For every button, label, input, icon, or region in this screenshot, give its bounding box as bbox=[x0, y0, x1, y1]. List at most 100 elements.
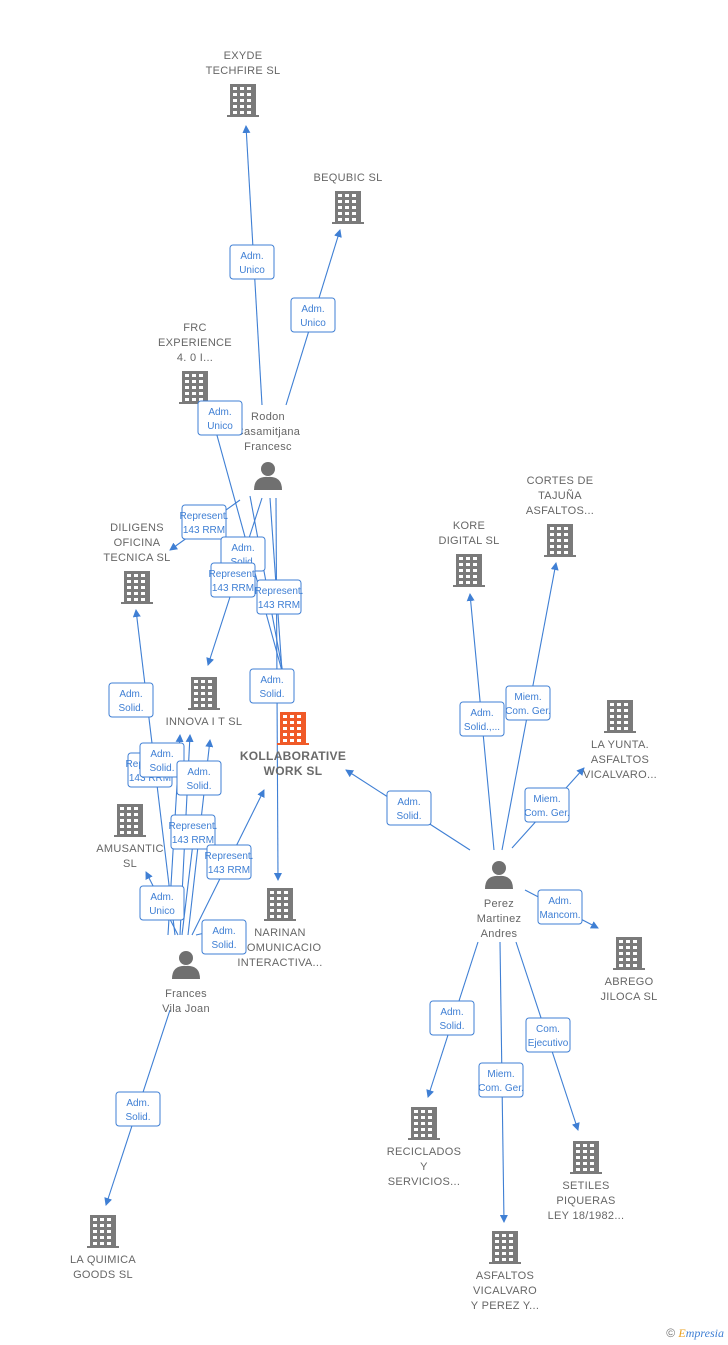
relation-label-box bbox=[256, 579, 302, 615]
relation-label[interactable]: Adm. Solid. bbox=[201, 919, 247, 955]
brand-footer: © Empresia bbox=[666, 1326, 724, 1341]
company-icon bbox=[227, 84, 259, 117]
node-label: ASFALTOS bbox=[476, 1270, 534, 1282]
node-label: LEY 18/1982... bbox=[548, 1210, 625, 1222]
node-label: EXPERIENCE bbox=[158, 337, 232, 349]
company-icon bbox=[114, 804, 146, 837]
relation-label[interactable]: Adm.Solid. bbox=[108, 682, 154, 718]
node-innova[interactable]: INNOVA I T SL bbox=[166, 677, 243, 728]
relation-label-text: 143 RRM bbox=[258, 600, 300, 611]
relation-label[interactable]: Adm.Solid. bbox=[386, 790, 432, 826]
relation-label[interactable]: Adm.Unico bbox=[229, 244, 275, 280]
node-bequbic[interactable]: BEQUBIC SL bbox=[313, 172, 382, 224]
relation-label-text: Adm. bbox=[119, 689, 142, 700]
relation-label[interactable]: Represent.143 RRM bbox=[209, 562, 258, 598]
relation-label-box bbox=[459, 701, 505, 737]
company-icon bbox=[570, 1141, 602, 1174]
relation-label[interactable]: Represent.143 RRM bbox=[180, 504, 229, 540]
node-label: RECICLADOS bbox=[387, 1146, 462, 1158]
node-label: INNOVA I T SL bbox=[166, 716, 243, 728]
relation-label-text: Unico bbox=[149, 906, 175, 917]
node-label: Andres bbox=[481, 928, 518, 940]
relation-label[interactable]: Adm.Solid. bbox=[249, 668, 295, 704]
node-label: Vila Joan bbox=[162, 1003, 210, 1015]
node-abrego[interactable]: ABREGO JILOCA SL bbox=[600, 937, 657, 1003]
node-laquimica[interactable]: LA QUIMICA GOODS SL bbox=[70, 1215, 136, 1281]
relation-label[interactable]: Represent.143 RRM bbox=[205, 844, 254, 880]
relation-label[interactable]: Adm.Mancom. bbox=[537, 889, 583, 925]
relation-label[interactable]: Adm.Solid. bbox=[115, 1091, 161, 1127]
company-icon bbox=[264, 888, 296, 921]
relation-label-text: Miem. bbox=[487, 1069, 514, 1080]
relation-label-text: Ejecutivo bbox=[528, 1038, 569, 1049]
relation-label[interactable]: Adm.Unico bbox=[290, 297, 336, 333]
node-label: BEQUBIC SL bbox=[313, 172, 382, 184]
node-label: WORK SL bbox=[264, 764, 323, 778]
node-label: Y PEREZ Y... bbox=[471, 1300, 539, 1312]
node-reciclados[interactable]: RECICLADOSYSERVICIOS... bbox=[387, 1107, 462, 1188]
relation-label[interactable]: Com.Ejecutivo bbox=[525, 1017, 571, 1053]
relation-label-text: Adm. bbox=[187, 767, 210, 778]
relation-label[interactable]: Adm.Unico bbox=[139, 885, 185, 921]
relation-label-text: 143 RRM bbox=[183, 525, 225, 536]
node-label: JILOCA SL bbox=[600, 991, 657, 1003]
node-label: ABREGO bbox=[605, 976, 654, 988]
node-label: LA YUNTA. bbox=[591, 739, 649, 751]
company-icon bbox=[544, 524, 576, 557]
node-cortes[interactable]: CORTES DETAJUÑAASFALTOS... bbox=[526, 475, 594, 557]
node-label: VICALVARO... bbox=[583, 769, 657, 781]
node-label: GOODS SL bbox=[73, 1269, 133, 1281]
relation-label-text: Represent. bbox=[209, 569, 258, 580]
relation-label-text: Adm. bbox=[470, 708, 493, 719]
relation-label[interactable]: Miem.Com. Ger. bbox=[505, 685, 551, 721]
node-label: ASFALTOS bbox=[591, 754, 649, 766]
relation-label-text: Solid.,... bbox=[464, 722, 500, 733]
relation-label[interactable]: Miem.Com. Ger. bbox=[524, 787, 570, 823]
relation-label-text: Solid. bbox=[211, 940, 236, 951]
node-narinan[interactable]: NARINANCOMUNICACIOINTERACTIVA... bbox=[237, 888, 322, 969]
node-label: PIQUERAS bbox=[556, 1195, 615, 1207]
company-icon bbox=[613, 937, 645, 970]
node-layunta[interactable]: LA YUNTA. ASFALTOS VICALVARO... bbox=[583, 700, 657, 781]
relation-label[interactable]: Adm. Solid.,... bbox=[459, 701, 505, 737]
brand-logo: Empresia bbox=[678, 1326, 724, 1340]
relation-label[interactable]: Adm.Solid. bbox=[176, 760, 222, 796]
node-label: 4. 0 I... bbox=[177, 352, 213, 364]
relation-label-box bbox=[176, 760, 222, 796]
relation-label[interactable]: Represent.143 RRM bbox=[255, 579, 304, 615]
relation-label-box bbox=[201, 919, 247, 955]
relation-label-text: Adm. bbox=[260, 675, 283, 686]
node-label: LA QUIMICA bbox=[70, 1254, 136, 1266]
relation-label-text: Represent. bbox=[169, 821, 218, 832]
relation-label-box bbox=[290, 297, 336, 333]
node-label: SERVICIOS... bbox=[388, 1176, 460, 1188]
relation-label-text: Adm. bbox=[397, 797, 420, 808]
relation-label-text: Unico bbox=[300, 318, 326, 329]
relation-label[interactable]: Miem. Com. Ger. bbox=[478, 1062, 524, 1098]
relation-label-text: Unico bbox=[239, 265, 265, 276]
node-label: DILIGENS bbox=[110, 522, 164, 534]
relation-label[interactable]: Adm.Solid. bbox=[429, 1000, 475, 1036]
node-label: SL bbox=[123, 858, 137, 870]
relation-label-box bbox=[505, 685, 551, 721]
company-icon bbox=[332, 191, 364, 224]
relation-label[interactable]: Adm.Unico bbox=[197, 400, 243, 436]
relation-label[interactable]: Represent.143 RRM bbox=[169, 814, 218, 850]
relation-label[interactable]: Adm.Solid. bbox=[139, 742, 185, 778]
relation-label-text: Com. Ger. bbox=[478, 1083, 524, 1094]
copyright-icon: © bbox=[666, 1326, 676, 1340]
relation-label-text: Unico bbox=[207, 421, 233, 432]
relation-label-text: Adm. bbox=[212, 926, 235, 937]
company-icon bbox=[188, 677, 220, 710]
